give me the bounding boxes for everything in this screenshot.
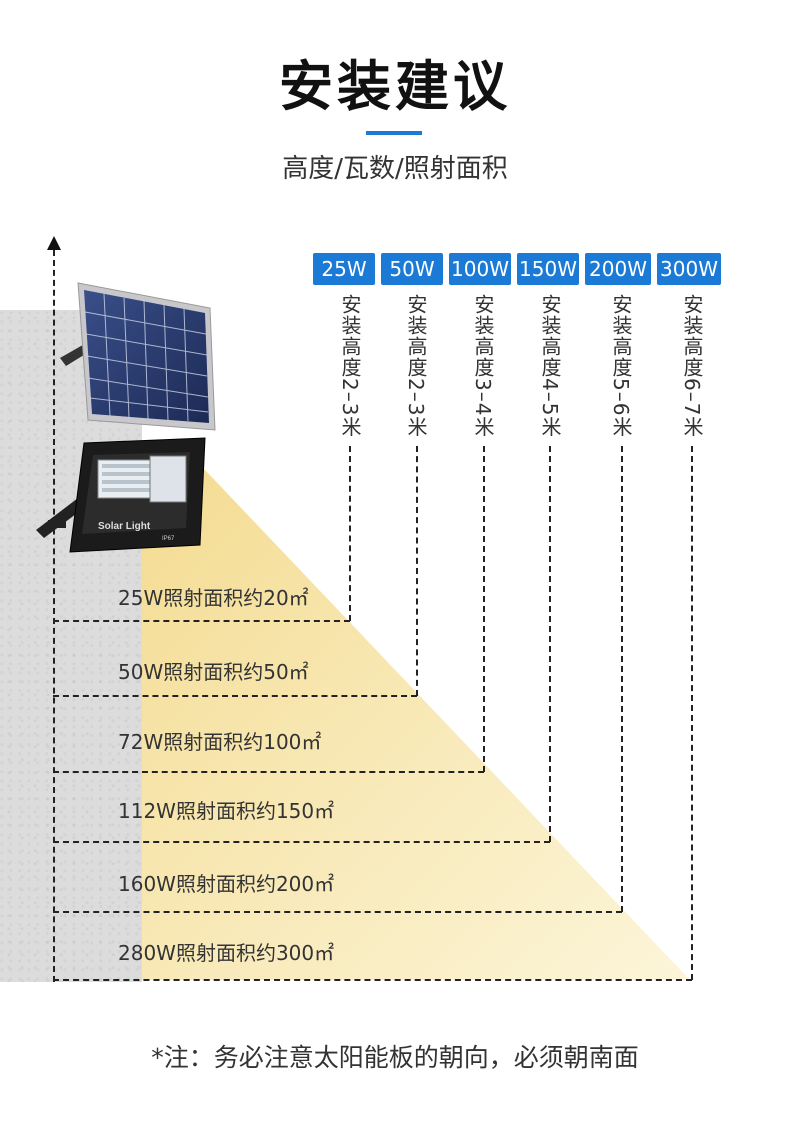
- wattage-badge-25w: 25W: [313, 253, 375, 285]
- floodlight-rating-text: IP67: [162, 536, 175, 542]
- axis-arrow-icon: [47, 236, 61, 250]
- wattage-badge-200w: 200W: [585, 253, 651, 285]
- drop-line-25w: [349, 446, 351, 621]
- coverage-line-200w: [53, 911, 622, 913]
- floodlight-brand-text: Solar Light: [98, 521, 151, 532]
- title-underline: [366, 131, 422, 135]
- coverage-line-100w: [53, 771, 484, 773]
- height-label-100w: 安装高度3–4米: [471, 294, 495, 438]
- wattage-badge-50w: 50W: [381, 253, 443, 285]
- area-label-2: 50W照射面积约50㎡: [118, 660, 309, 684]
- height-axis: [53, 250, 55, 982]
- wattage-badge-150w: 150W: [517, 253, 579, 285]
- wattage-badge-300w: 300W: [657, 253, 721, 285]
- height-label-200w: 安装高度5–6米: [609, 294, 633, 438]
- page-subtitle: 高度/瓦数/照射面积: [282, 154, 508, 184]
- area-label-4: 112W照射面积约150㎡: [118, 799, 335, 823]
- height-label-25w: 安装高度2–3米: [338, 294, 362, 438]
- height-label-300w: 安装高度6–7米: [680, 294, 704, 438]
- height-label-50w: 安装高度2–3米: [404, 294, 428, 438]
- drop-line-150w: [549, 446, 551, 842]
- area-label-6: 280W照射面积约300㎡: [118, 941, 335, 965]
- area-label-1: 25W照射面积约20㎡: [118, 586, 309, 610]
- drop-line-100w: [483, 446, 485, 772]
- coverage-line-25w: [53, 620, 350, 622]
- light-beam: [142, 455, 690, 980]
- footer-note: *注：务必注意太阳能板的朝向，必须朝南面: [151, 1043, 639, 1072]
- drop-line-200w: [621, 446, 623, 912]
- drop-line-300w: [691, 446, 693, 980]
- area-label-5: 160W照射面积约200㎡: [118, 872, 335, 896]
- area-label-3: 72W照射面积约100㎡: [118, 730, 322, 754]
- coverage-line-50w: [53, 695, 417, 697]
- page-title: 安装建议: [279, 55, 511, 118]
- coverage-line-150w: [53, 841, 550, 843]
- drop-line-50w: [416, 446, 418, 696]
- wattage-badge-100w: 100W: [449, 253, 511, 285]
- height-label-150w: 安装高度4–5米: [538, 294, 562, 438]
- coverage-line-300w: [53, 979, 692, 981]
